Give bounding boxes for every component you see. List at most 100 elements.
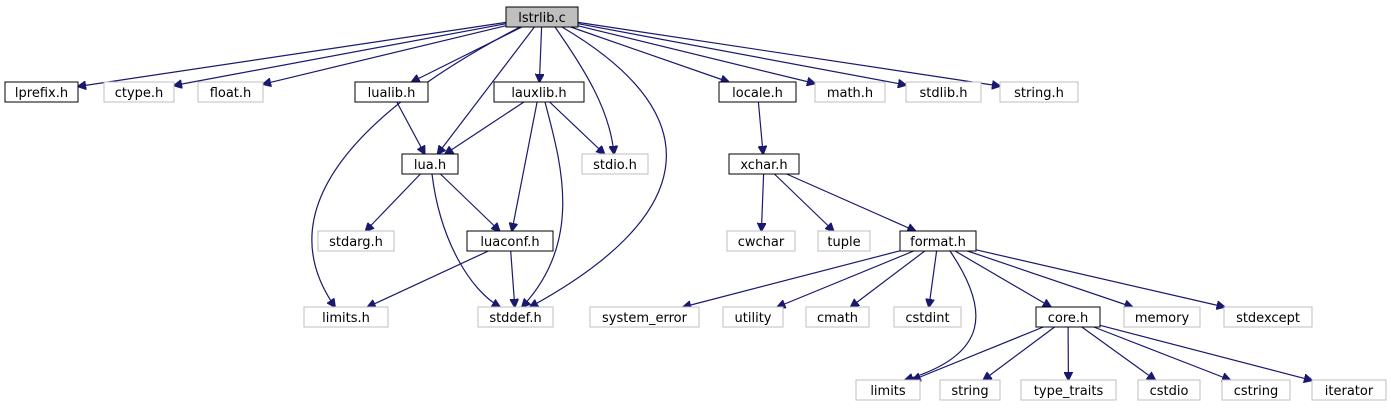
node-stdexcept: stdexcept xyxy=(1223,306,1313,328)
edge-luaconf-h-to-stddef-h xyxy=(511,250,515,307)
edge-core-h-to-limits xyxy=(913,326,1044,380)
edge-lstrlib-c-to-lua-h xyxy=(438,26,535,154)
node-cwchar: cwchar xyxy=(726,230,796,252)
nodes-layer: lstrlib.c lprefix.h ctype.h float.h lualib.h… xyxy=(4,6,1387,401)
node-label: math.h xyxy=(827,86,873,101)
edge-format-h-to-system-error xyxy=(683,250,901,307)
node-label: stdarg.h xyxy=(329,235,383,250)
node-cstring: cstring xyxy=(1221,379,1291,401)
edge-lauxlib-h-to-stddef-h xyxy=(522,101,564,307)
node-label: lua.h xyxy=(414,158,446,173)
edge-lstrlib-c-to-string-h xyxy=(577,21,1000,86)
edges-layer xyxy=(78,21,1312,380)
edge-lua-h-to-stddef-h xyxy=(431,173,500,307)
node-stdlib-h: stdlib.h xyxy=(905,81,982,103)
node-stdio-h: stdio.h xyxy=(581,153,649,175)
node-lstrlib-c[interactable]: lstrlib.c xyxy=(505,6,579,28)
node-box xyxy=(1137,379,1201,401)
node-box xyxy=(103,81,175,103)
node-label: lualib.h xyxy=(368,86,416,101)
node-label: ctype.h xyxy=(115,86,164,101)
node-label: core.h xyxy=(1048,311,1089,326)
edge-format-h-to-limits xyxy=(905,250,977,380)
node-label: cwchar xyxy=(738,235,785,250)
node-core-h[interactable]: core.h xyxy=(1035,306,1101,328)
node-box xyxy=(1123,306,1201,328)
node-luaconf-h[interactable]: luaconf.h xyxy=(466,230,554,252)
node-lprefix-h[interactable]: lprefix.h xyxy=(4,81,79,103)
node-label: stdlib.h xyxy=(920,86,968,101)
node-stdarg-h: stdarg.h xyxy=(317,230,395,252)
edge-xchar-h-to-tuple xyxy=(773,173,833,231)
node-limits: limits xyxy=(855,379,921,401)
edge-lauxlib-h-to-luaconf-h xyxy=(512,101,538,231)
node-label: stdio.h xyxy=(593,158,637,173)
edge-lstrlib-c-to-limits-h xyxy=(311,26,521,307)
node-box xyxy=(899,230,977,252)
edge-lstrlib-c-to-lauxlib-h xyxy=(539,26,541,82)
node-label: system_error xyxy=(602,311,688,326)
node-box xyxy=(999,81,1079,103)
node-label: utility xyxy=(735,311,772,326)
node-box xyxy=(1035,306,1101,328)
node-lualib-h[interactable]: lualib.h xyxy=(354,81,429,103)
edge-format-h-to-stdexcept xyxy=(975,249,1225,307)
edge-format-h-to-memory xyxy=(967,250,1133,307)
node-box xyxy=(354,81,429,103)
node-limits-h: limits.h xyxy=(303,306,389,328)
node-box xyxy=(805,306,870,328)
edge-lstrlib-c-to-lprefix-h xyxy=(78,21,507,86)
edge-lauxlib-h-to-lua-h xyxy=(445,101,525,154)
edge-core-h-to-iterator xyxy=(1099,324,1312,380)
node-lauxlib-h[interactable]: lauxlib.h xyxy=(493,81,585,103)
edge-luaconf-h-to-limits-h xyxy=(368,250,489,307)
node-box xyxy=(197,81,264,103)
node-lua-h[interactable]: lua.h xyxy=(401,153,459,175)
node-box xyxy=(303,306,389,328)
edge-locale-h-to-xchar-h xyxy=(757,101,763,154)
node-label: lprefix.h xyxy=(15,86,68,101)
node-label: stddef.h xyxy=(489,311,541,326)
node-label: cstdio xyxy=(1150,384,1189,399)
node-box xyxy=(855,379,921,401)
node-label: type_traits xyxy=(1034,384,1104,399)
node-iterator: iterator xyxy=(1311,379,1387,401)
node-label: limits.h xyxy=(322,311,370,326)
edge-lauxlib-h-to-stdio-h xyxy=(549,101,605,154)
node-label: cmath xyxy=(817,311,858,326)
node-label: lstrlib.c xyxy=(518,11,566,26)
node-box xyxy=(1223,306,1313,328)
edge-core-h-to-cstring xyxy=(1093,326,1230,380)
node-cmath: cmath xyxy=(805,306,870,328)
edge-lua-h-to-stdarg-h xyxy=(366,173,421,231)
edge-lstrlib-c-to-float-h xyxy=(263,25,507,84)
node-label: locale.h xyxy=(732,86,783,101)
node-math-h: math.h xyxy=(814,81,886,103)
node-xchar-h[interactable]: xchar.h xyxy=(728,153,800,175)
node-box xyxy=(728,153,800,175)
node-label: tuple xyxy=(827,235,860,250)
edge-lstrlib-c-to-stddef-h xyxy=(530,26,667,307)
node-label: limits xyxy=(870,384,906,399)
node-box xyxy=(589,306,700,328)
node-box xyxy=(939,379,1001,401)
node-box xyxy=(814,81,886,103)
edge-format-h-to-cstdint xyxy=(929,250,938,307)
node-locale-h[interactable]: locale.h xyxy=(718,81,797,103)
node-memory: memory xyxy=(1123,306,1201,328)
node-box xyxy=(722,306,784,328)
node-box xyxy=(4,81,79,103)
node-tuple: tuple xyxy=(817,230,871,252)
node-box xyxy=(893,306,962,328)
node-box xyxy=(726,230,796,252)
node-ctype-h: ctype.h xyxy=(103,81,175,103)
node-box xyxy=(477,306,554,328)
edge-lstrlib-c-to-locale-h xyxy=(570,26,729,82)
node-format-h[interactable]: format.h xyxy=(899,230,977,252)
node-box xyxy=(466,230,554,252)
edge-lstrlib-c-to-ctype-h xyxy=(174,23,507,86)
node-stddef-h: stddef.h xyxy=(477,306,554,328)
node-float-h: float.h xyxy=(197,81,264,103)
edge-xchar-h-to-format-h xyxy=(786,173,916,231)
edge-core-h-to-string xyxy=(983,326,1055,380)
